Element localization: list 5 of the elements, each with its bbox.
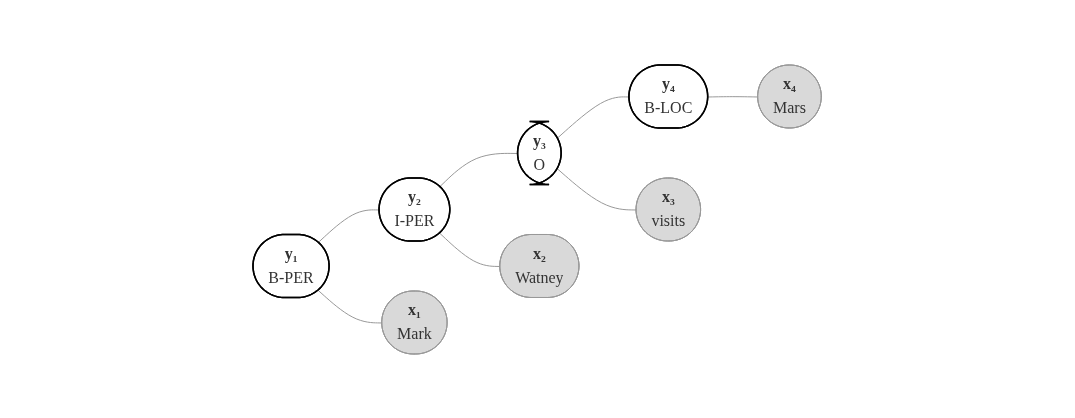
connector: [318, 289, 384, 323]
connector: [439, 232, 502, 267]
connector: [708, 95, 760, 97]
connector: [439, 152, 519, 187]
connector: [557, 167, 638, 210]
